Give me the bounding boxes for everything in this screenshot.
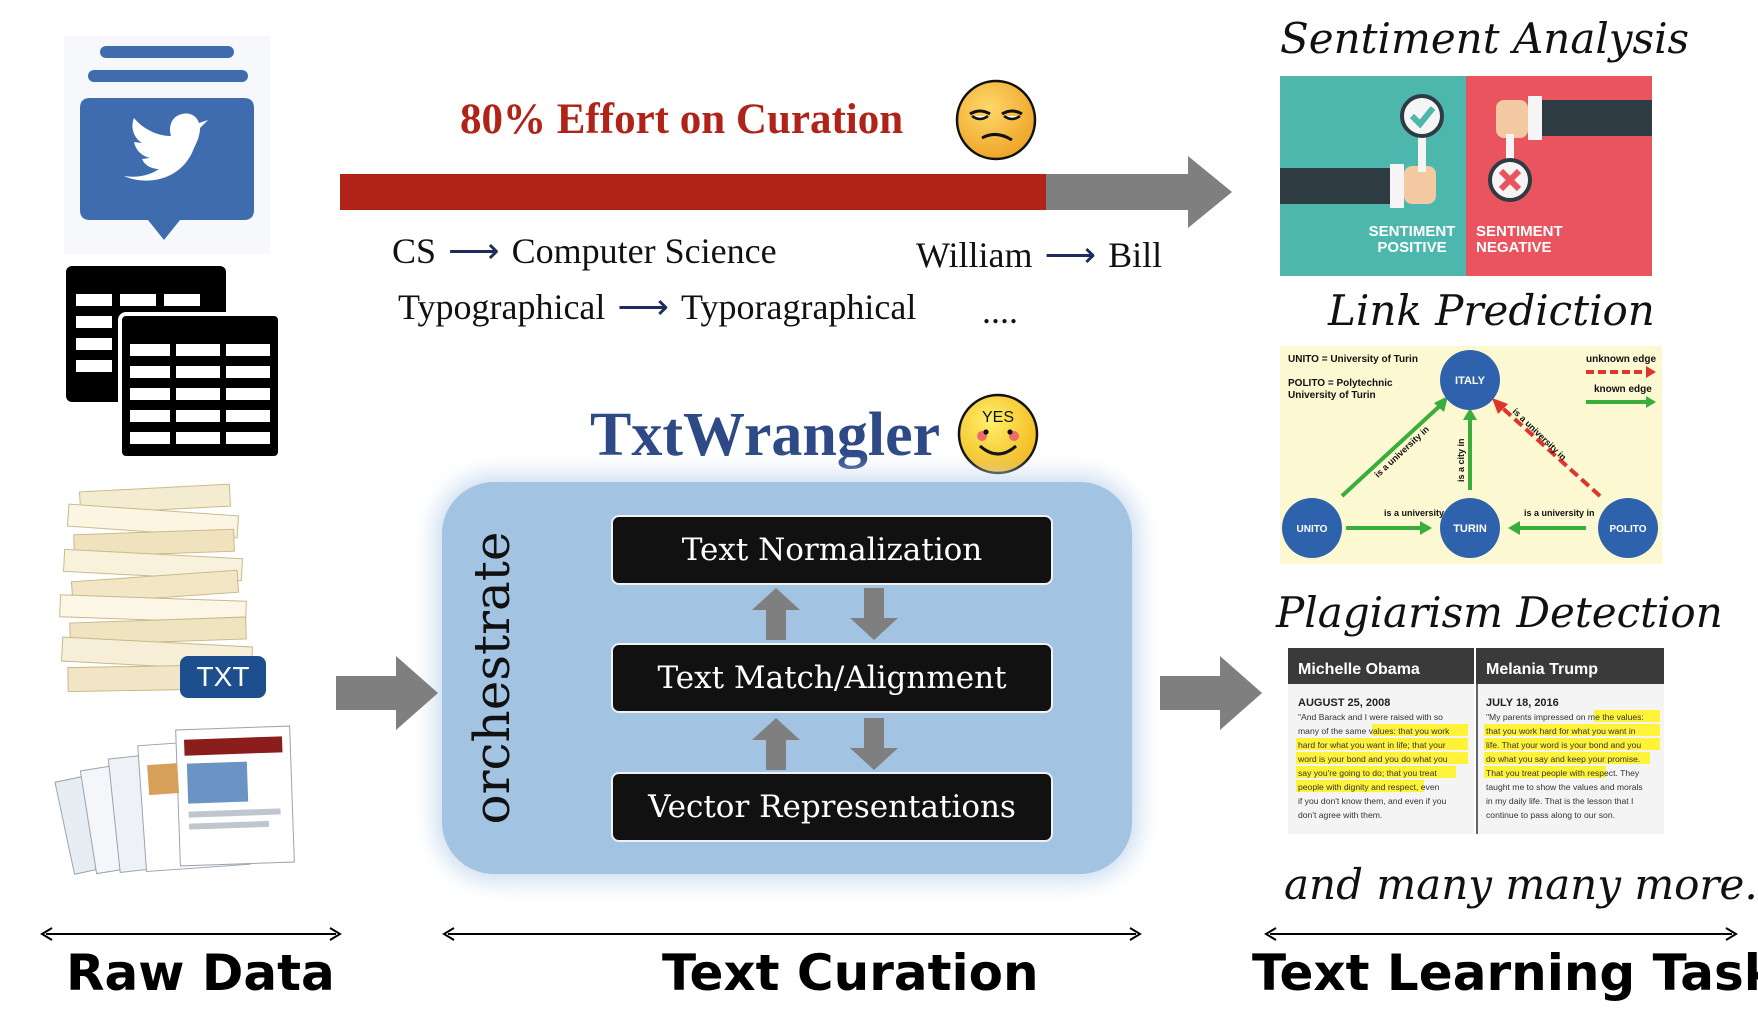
label-raw-data: Raw Data — [66, 944, 335, 1002]
block-vector-representations[interactable]: Vector Representations — [611, 772, 1053, 842]
node-polito: POLITO — [1609, 524, 1646, 535]
speech-line: in my daily life. That is the lesson tha… — [1486, 796, 1633, 806]
up-arrow-icon — [752, 588, 800, 640]
orchestrate-label: orchestrate — [463, 531, 521, 825]
node-italy: ITALY — [1455, 375, 1486, 387]
cross-icon — [1498, 168, 1522, 192]
tired-face-icon — [954, 78, 1038, 162]
legend-unknown-edge: unknown edge — [1586, 354, 1656, 365]
speech-line: many of the same values: that you work — [1298, 726, 1450, 736]
effort-progress-arrow — [340, 152, 1240, 232]
block-text-match-alignment[interactable]: Text Match/Alignment — [611, 643, 1053, 713]
example-william: William⟶Bill — [916, 235, 1163, 275]
legend-def-polito-cont: University of Turin — [1288, 390, 1376, 401]
speech-line: say you're going to do; that you treat — [1298, 768, 1437, 778]
label-text-learning-tasks: Text Learning Tasks — [1252, 944, 1758, 1002]
twitter-feed-icon — [64, 36, 270, 254]
speech-line: taught me to show the values and morals — [1486, 782, 1643, 792]
speech-line: continue to pass along to our son. — [1486, 810, 1615, 820]
sentiment-positive-line2: POSITIVE — [1377, 239, 1446, 256]
legend-known-edge: known edge — [1594, 384, 1652, 395]
legend-def-polito: POLITO = Polytechnic — [1288, 378, 1393, 389]
speech-line: people with dignity and respect, even — [1298, 782, 1440, 792]
link-prediction-graph: UNITO = University of Turin POLITO = Pol… — [1280, 346, 1662, 564]
speech-line: don't agree with them. — [1298, 810, 1382, 820]
twitter-bird-icon — [124, 113, 208, 181]
document-stack-icon: TXT — [50, 474, 280, 704]
node-turin: TURIN — [1453, 523, 1487, 535]
speech-line: word is your bond and you do what you — [1297, 754, 1448, 764]
down-arrow-icon — [850, 718, 898, 770]
label-text-curation: Text Curation — [662, 944, 1039, 1002]
speech-line: if you don't know them, and even if you — [1298, 796, 1447, 806]
example-from: William — [916, 235, 1033, 275]
speech-line: do what you say and keep your promise. — [1486, 754, 1640, 764]
example-from: CS — [392, 231, 437, 271]
speech-line: That you treat people with respect. They — [1486, 768, 1640, 778]
speech-line: that you work hard for what you want in — [1486, 726, 1636, 736]
edge-label-turin-italy: is a city in — [1456, 438, 1466, 482]
node-unito: UNITO — [1297, 524, 1328, 535]
task-title-plagiarism: Plagiarism Detection — [1276, 588, 1723, 637]
speech-line: "And Barack and I were raised with so — [1298, 712, 1443, 722]
sentiment-negative-line1: SENTIMENT — [1476, 223, 1563, 240]
down-arrow-icon — [850, 588, 898, 640]
smiley-yes-text: YES — [982, 409, 1014, 426]
tool-title: TxtWrangler — [590, 401, 941, 469]
curation-span-arrow — [442, 927, 1142, 941]
sentiment-negative-line2: NEGATIVE — [1476, 239, 1552, 256]
speaker-right-name: Melania Trump — [1486, 661, 1598, 678]
yes-smiley-icon: YES — [956, 392, 1040, 476]
raw-data-span-arrow — [40, 927, 342, 941]
sentiment-positive-line1: SENTIMENT — [1369, 223, 1456, 240]
example-typographical: Typographical⟶Typoragraphical — [398, 287, 917, 327]
up-arrow-icon — [752, 718, 800, 770]
input-arrow — [336, 656, 438, 730]
speech-right-date: JULY 18, 2016 — [1486, 697, 1559, 709]
txt-badge: TXT — [197, 661, 250, 692]
speech-line: "My parents impressed on me the values: — [1486, 712, 1644, 722]
speech-line: life. That your word is your bond and yo… — [1486, 740, 1641, 750]
plagiarism-comparison: Michelle Obama Melania Trump AUGUST 25, … — [1288, 648, 1664, 834]
example-cs: CS⟶Computer Science — [392, 231, 777, 271]
learning-span-arrow — [1264, 927, 1738, 941]
sentiment-analysis-image: SENTIMENT POSITIVE SENTIMENT NEGATIVE — [1280, 76, 1652, 276]
example-to: Bill — [1108, 235, 1163, 275]
speech-left-date: AUGUST 25, 2008 — [1298, 697, 1390, 709]
speaker-left-name: Michelle Obama — [1298, 661, 1420, 678]
spreadsheet-icon — [64, 262, 284, 462]
speech-line: hard for what you want in life; that you… — [1298, 740, 1446, 750]
web-pages-icon — [54, 718, 298, 884]
edge-label-unito-turin: is a university in — [1384, 508, 1455, 518]
task-title-sentiment: Sentiment Analysis — [1280, 14, 1690, 63]
more-tasks-text: and many many more... — [1284, 860, 1758, 909]
legend-def-unito: UNITO = University of Turin — [1288, 354, 1418, 365]
block-text-normalization[interactable]: Text Normalization — [611, 515, 1053, 585]
output-arrow — [1160, 656, 1262, 730]
effort-title: 80% Effort on Curation — [460, 96, 904, 143]
edge-label-polito-turin: is a university in — [1524, 508, 1595, 518]
example-to: Computer Science — [511, 231, 777, 271]
example-to: Typoragraphical — [681, 287, 917, 327]
check-icon — [1409, 106, 1436, 129]
pipeline-flow-arrows — [752, 588, 898, 770]
task-title-link: Link Prediction — [1328, 286, 1655, 335]
example-ellipsis: .... — [982, 291, 1018, 331]
example-from: Typographical — [398, 287, 606, 327]
